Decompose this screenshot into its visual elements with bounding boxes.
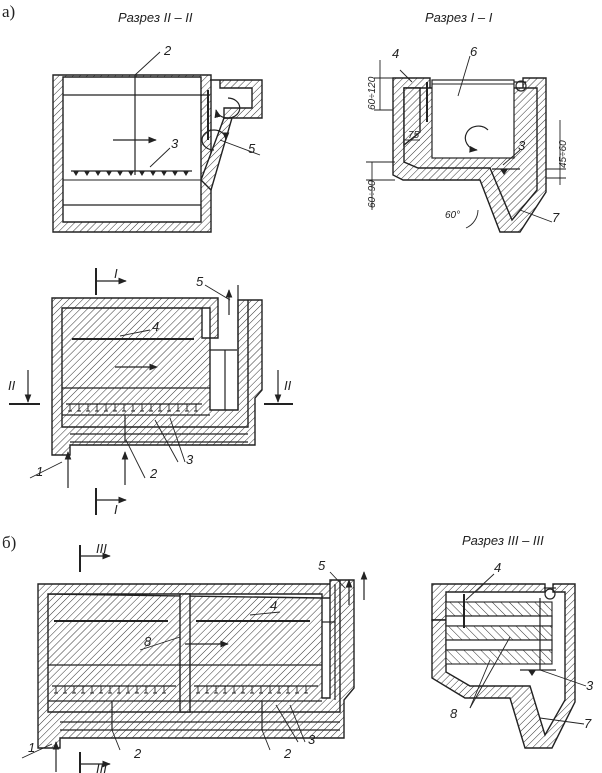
aerator-tick	[176, 404, 180, 412]
aerator-tick	[72, 686, 76, 694]
label-7-sec-i: 7	[552, 210, 560, 225]
label-3-plan-b: 3	[308, 732, 316, 747]
section-title-i: Разрез I – I	[425, 10, 493, 25]
cut-mark-ii-left: II	[8, 378, 16, 393]
aerator-mark	[106, 171, 112, 176]
label-6-sec-i: 6	[470, 44, 478, 59]
aerator-tick	[259, 686, 263, 694]
aerator-mark	[95, 171, 101, 176]
aerator-mark	[161, 171, 167, 176]
aerator-tick	[232, 686, 236, 694]
aerator-tick	[304, 686, 308, 694]
aerator-tick	[117, 686, 121, 694]
aerator-mark	[84, 171, 90, 176]
part-label-b: б)	[2, 533, 16, 552]
cut-mark-ii-right: II	[284, 378, 292, 393]
aerator-tick	[205, 686, 209, 694]
cut-mark-i-top: I	[114, 266, 118, 281]
aerator-mark	[150, 171, 156, 176]
aerator-tick	[286, 686, 290, 694]
aerator-tick	[277, 686, 281, 694]
aerator-tick	[162, 686, 166, 694]
plan-b-drawing	[21, 545, 368, 773]
aerator-tick	[63, 686, 67, 694]
label-4-sec-i: 4	[392, 46, 399, 61]
aerator-tick	[185, 404, 189, 412]
aerator-tick	[196, 686, 200, 694]
aerator-tick	[135, 686, 139, 694]
aerator-tick	[104, 404, 108, 412]
dim-60-90: 60÷90	[367, 180, 378, 208]
aerator-tick	[68, 404, 72, 412]
aerator-tick	[90, 686, 94, 694]
aerator-tick	[268, 686, 272, 694]
aerator-tick	[140, 404, 144, 412]
aerator-tick	[126, 686, 130, 694]
cut-mark-i-bottom: I	[114, 502, 118, 517]
aerator-mark	[117, 171, 123, 176]
aerator-mark	[73, 171, 79, 176]
section-ii-drawing	[52, 51, 263, 233]
dim-45-60: 45÷60	[558, 140, 569, 168]
aerator-tick	[295, 686, 299, 694]
aerator-tick	[158, 404, 162, 412]
aerator-tick	[99, 686, 103, 694]
dim-angle-60: 60°	[445, 210, 460, 221]
aerator-mark	[172, 171, 178, 176]
label-4-sec-iii: 4	[494, 560, 501, 575]
aerator-tick	[194, 404, 198, 412]
aerator-mark	[183, 171, 189, 176]
section-title-ii: Разрез II – II	[118, 10, 193, 25]
section-iii-drawing	[431, 573, 587, 749]
aerator-tick	[241, 686, 245, 694]
dim-60-120: 60÷120	[367, 76, 378, 110]
label-7-sec-iii: 7	[584, 716, 592, 731]
plan-a-drawing	[9, 268, 293, 515]
label-5-plan-a: 5	[196, 274, 204, 289]
label-1-plan-a: 1	[36, 464, 43, 479]
label-1-plan-b: 1	[28, 740, 35, 755]
aerator-tick	[214, 686, 218, 694]
label-8-sec-iii: 8	[450, 706, 458, 721]
section-i-drawing	[366, 55, 566, 233]
aerator-tick	[153, 686, 157, 694]
label-2-sec-ii: 2	[163, 43, 172, 58]
part-label-a: а)	[2, 2, 15, 21]
aerator-tick	[95, 404, 99, 412]
label-8-plan-b: 8	[144, 634, 152, 649]
cut-mark-iii-bottom: III	[96, 761, 107, 773]
label-3-plan-a: 3	[186, 452, 194, 467]
aerator-mark	[139, 171, 145, 176]
label-2-plan-b-left: 2	[133, 746, 142, 761]
label-3-sec-i: 3	[518, 138, 526, 153]
aerator-tick	[54, 686, 58, 694]
dim-75: 75	[408, 130, 420, 141]
aerator-tick	[86, 404, 90, 412]
cut-mark-iii-top: III	[96, 541, 107, 556]
aerator-tick	[167, 404, 171, 412]
aerator-tick	[250, 686, 254, 694]
aerator-tick	[113, 404, 117, 412]
aerator-tick	[77, 404, 81, 412]
label-4-plan-a: 4	[152, 319, 159, 334]
aerator-tick	[108, 686, 112, 694]
aerator-tick	[144, 686, 148, 694]
aerator-tick	[149, 404, 153, 412]
section-title-iii: Разрез III – III	[462, 533, 544, 548]
label-2-plan-b-right: 2	[283, 746, 292, 761]
aerator-tick	[223, 686, 227, 694]
aerator-tick	[122, 404, 126, 412]
aerator-tick	[131, 404, 135, 412]
label-2-plan-a: 2	[149, 466, 158, 481]
label-3-sec-iii: 3	[586, 678, 594, 693]
label-3-sec-ii: 3	[171, 136, 179, 151]
label-4-plan-b: 4	[270, 598, 277, 613]
label-5-plan-b: 5	[318, 558, 326, 573]
aerator-mark	[128, 171, 134, 176]
aerator-tick	[81, 686, 85, 694]
label-5-sec-ii: 5	[248, 141, 256, 156]
